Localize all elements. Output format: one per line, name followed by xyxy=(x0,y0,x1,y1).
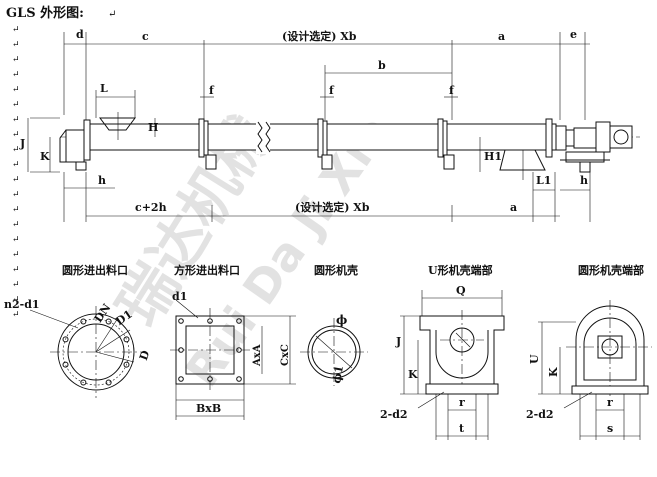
dim-c: c xyxy=(142,30,149,43)
return-mark: ↵ xyxy=(12,310,20,320)
bolt-hole xyxy=(178,347,184,353)
u-end-r: r xyxy=(459,396,465,409)
dim-L1: L1 xyxy=(536,174,551,187)
return-mark: ↵ xyxy=(12,250,20,260)
dim-K: K xyxy=(40,150,50,163)
u-end-k: K xyxy=(408,368,418,381)
return-mark: ↵ xyxy=(12,55,20,65)
square-cxc: CxC xyxy=(280,344,291,366)
dim-c-plus-2h: c+2h xyxy=(135,201,167,214)
round-end-2-d2: 2-d2 xyxy=(526,408,554,421)
round-end-view: 圆形机壳端部 U K r s 2-d2 xyxy=(526,263,652,440)
round-n2-d1: n2-d1 xyxy=(4,298,40,311)
return-mark: ↵ xyxy=(12,280,20,290)
return-mark: ↵ xyxy=(12,130,20,140)
round-end-s: s xyxy=(607,422,613,435)
bolt-hole xyxy=(62,336,69,343)
round-casing-view: 圆形机壳 ϕ ϕ1 xyxy=(300,263,368,386)
bolt-hole xyxy=(207,318,213,324)
round-end-k: K xyxy=(547,367,560,377)
round-end-u: U xyxy=(528,354,541,364)
bolt-hole xyxy=(80,318,87,325)
round-inlet-title: 圆形进出料口 xyxy=(62,263,128,277)
round-casing-phi: ϕ xyxy=(336,313,347,327)
bolt-hole xyxy=(178,318,184,324)
return-mark: ↵ xyxy=(12,145,20,155)
dim-b: b xyxy=(378,59,386,72)
bolt-hole xyxy=(123,336,130,343)
dim-h-right: h xyxy=(580,174,588,187)
square-d1: d1 xyxy=(172,290,187,303)
page-title: GLS 外形图: xyxy=(6,5,84,21)
bolt-hole xyxy=(105,318,112,325)
return-mark: ↵ xyxy=(12,235,20,245)
dim-e: e xyxy=(570,28,577,41)
return-mark: ↵ xyxy=(12,175,20,185)
main-view: d c (设计选定) Xb a e b L f f f xyxy=(19,28,640,222)
bolt-hole xyxy=(236,318,242,324)
dim-total-top: (设计选定) Xb xyxy=(282,29,357,43)
round-casing-title: 圆形机壳 xyxy=(314,263,358,277)
return-mark: ↵ xyxy=(12,25,20,35)
bolt-hole xyxy=(105,379,112,386)
round-casing-phi1: ϕ1 xyxy=(330,365,346,385)
bolt-hole xyxy=(236,376,242,382)
return-mark: ↵ xyxy=(12,40,20,50)
u-end-title: U形机壳端部 xyxy=(428,263,493,277)
return-mark: ↵ xyxy=(12,100,20,110)
dim-total-bottom: (设计选定) Xb xyxy=(295,200,370,214)
bolt-hole xyxy=(80,379,87,386)
bolt-hole xyxy=(236,347,242,353)
bolt-hole xyxy=(62,361,69,368)
return-mark: ↵ xyxy=(12,115,20,125)
title-return-mark: ↵ xyxy=(108,9,116,20)
return-mark: ↵ xyxy=(12,295,20,305)
round-end-title: 圆形机壳端部 xyxy=(578,263,644,277)
return-mark: ↵ xyxy=(12,160,20,170)
square-inlet-view: 方形进出料口 d1 AxA CxC BxB xyxy=(170,263,296,420)
square-bxb: BxB xyxy=(196,402,221,415)
dim-d: d xyxy=(76,28,84,41)
return-mark: ↵ xyxy=(12,70,20,80)
dim-f-2: f xyxy=(329,84,335,97)
dim-f-1: f xyxy=(209,84,215,97)
dim-J: J xyxy=(19,137,25,150)
u-end-view: U形机壳端部 Q J K r t 2-d2 xyxy=(380,263,505,440)
dim-f-3: f xyxy=(449,84,455,97)
dim-h-left: h xyxy=(98,174,106,187)
u-end-q: Q xyxy=(456,284,466,297)
bolt-hole xyxy=(178,376,184,382)
return-mark: ↵ xyxy=(12,190,20,200)
round-d: D xyxy=(137,348,153,362)
return-mark: ↵ xyxy=(12,265,20,275)
dim-a-top: a xyxy=(498,30,505,43)
u-end-2-d2: 2-d2 xyxy=(380,408,408,421)
square-axa: AxA xyxy=(252,344,263,367)
return-mark: ↵ xyxy=(12,205,20,215)
dim-H: H xyxy=(148,121,158,134)
dim-H1: H1 xyxy=(484,150,502,163)
u-end-j: J xyxy=(395,335,401,348)
bolt-hole xyxy=(123,361,130,368)
return-marks-left: ↵ ↵ ↵ ↵ ↵ ↵ ↵ ↵ ↵ ↵ ↵ ↵ ↵ ↵ ↵ ↵ ↵ ↵ ↵ ↵ xyxy=(12,25,20,320)
u-end-t: t xyxy=(459,422,465,435)
square-inlet-title: 方形进出料口 xyxy=(174,263,240,277)
return-mark: ↵ xyxy=(12,220,20,230)
return-mark: ↵ xyxy=(12,85,20,95)
round-end-r: r xyxy=(607,396,613,409)
dim-a-bottom: a xyxy=(510,201,517,214)
bolt-hole xyxy=(207,376,213,382)
dim-L: L xyxy=(100,82,108,95)
